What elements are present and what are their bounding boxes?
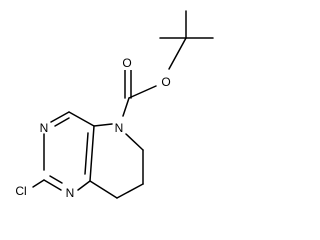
bond-c2-cl bbox=[32, 179, 45, 188]
bond-n5-to-c4a bbox=[93, 123, 113, 127]
bond-c7-c8 bbox=[116, 183, 144, 199]
bond-c4-n3-inner bbox=[54, 117, 70, 127]
bond-c2-n1 bbox=[43, 179, 62, 191]
atom-label-o-ester: O bbox=[161, 75, 170, 89]
atom-label-n5: N bbox=[115, 121, 124, 135]
bond-n1-c8a bbox=[77, 180, 91, 191]
bond-tbu-to-oxygen bbox=[168, 37, 187, 70]
bond-c2-n1-inner bbox=[49, 175, 63, 184]
bond-c4a-c8a bbox=[89, 125, 95, 182]
bond-oxygen-to-carbonyl-carbon bbox=[128, 85, 157, 99]
atom-label-cl: Cl bbox=[15, 184, 26, 198]
bond-c4a-c4 bbox=[68, 111, 95, 127]
atom-label-n1: N bbox=[66, 186, 75, 200]
atom-label-n3: N bbox=[40, 121, 49, 135]
bond-c8-c8a bbox=[89, 180, 118, 199]
bond-c4a-c8a-inner bbox=[84, 132, 89, 175]
bond-c4-n3 bbox=[50, 111, 70, 123]
chemical-structure: O O N N N Cl bbox=[15, 10, 214, 200]
bond-carbonyl-carbon-to-n5 bbox=[122, 97, 130, 117]
atom-label-o-carbonyl: O bbox=[122, 56, 131, 70]
bond-n5-to-c6 bbox=[125, 133, 144, 151]
